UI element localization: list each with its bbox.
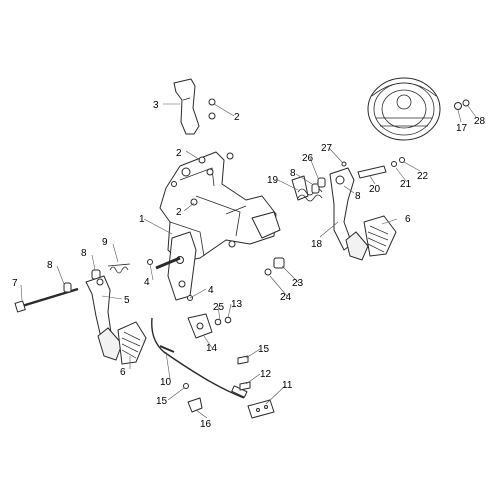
callout-16: 16 [200,419,212,430]
callout-15-left: 15 [156,396,168,407]
callout-4-left: 4 [144,277,150,288]
callout-20: 20 [369,184,381,195]
callout-23: 23 [292,278,304,289]
callout-4-right: 4 [208,285,214,296]
callout-1: 1 [139,214,145,225]
callout-2-middle: 2 [176,148,182,159]
callout-2-upper: 2 [234,112,240,123]
cross-shaft [155,256,181,270]
screws-13-25 [214,316,232,326]
callout-2-lower: 2 [176,207,182,218]
callout-6-clutch-pad: 6 [120,367,126,378]
bushes-8-left [63,269,101,293]
callout-27: 27 [321,143,333,154]
callout-8-far-left: 8 [47,260,53,271]
nut-23-24 [264,257,285,276]
clip-16 [187,397,203,413]
callout-22: 22 [417,171,429,182]
callout-12: 12 [260,369,272,380]
callout-25: 25 [213,302,225,313]
callout-5: 5 [124,295,130,306]
callout-7: 7 [12,278,18,289]
clutch-cable [151,317,248,399]
brake-pedal-pad [345,215,397,261]
callout-17: 17 [456,123,468,134]
callout-21: 21 [400,179,412,190]
callout-6-brake-pad: 6 [405,214,411,225]
bushes-8-right [311,177,326,194]
callout-11: 11 [282,380,293,391]
callout-26: 26 [302,153,314,164]
plate-11 [247,399,275,419]
callout-13: 13 [231,299,243,310]
callout-28: 28 [474,116,486,127]
callout-18: 18 [311,239,323,250]
brake-booster [367,77,441,141]
screws-12-15 [183,355,251,391]
callout-19: 19 [267,175,279,186]
cable-bracket-14 [187,313,213,339]
return-spring-9 [107,263,131,274]
callout-3: 3 [153,100,159,111]
callout-14: 14 [206,343,218,354]
small-pin-27 [341,161,347,167]
upper-bracket [173,78,216,135]
washer-nut-17-28 [454,99,470,110]
clevis-20-21-22 [357,157,405,179]
small-fasteners-2-4 [147,152,234,301]
clutch-pedal-pad [97,321,147,365]
callout-15-right: 15 [258,344,270,355]
callout-9: 9 [102,237,108,248]
callout-8-right: 8 [290,168,296,179]
callout-8-far-right: 8 [355,191,361,202]
callout-10: 10 [160,377,172,388]
callout-24: 24 [280,292,292,303]
callout-8-left: 8 [81,248,87,259]
